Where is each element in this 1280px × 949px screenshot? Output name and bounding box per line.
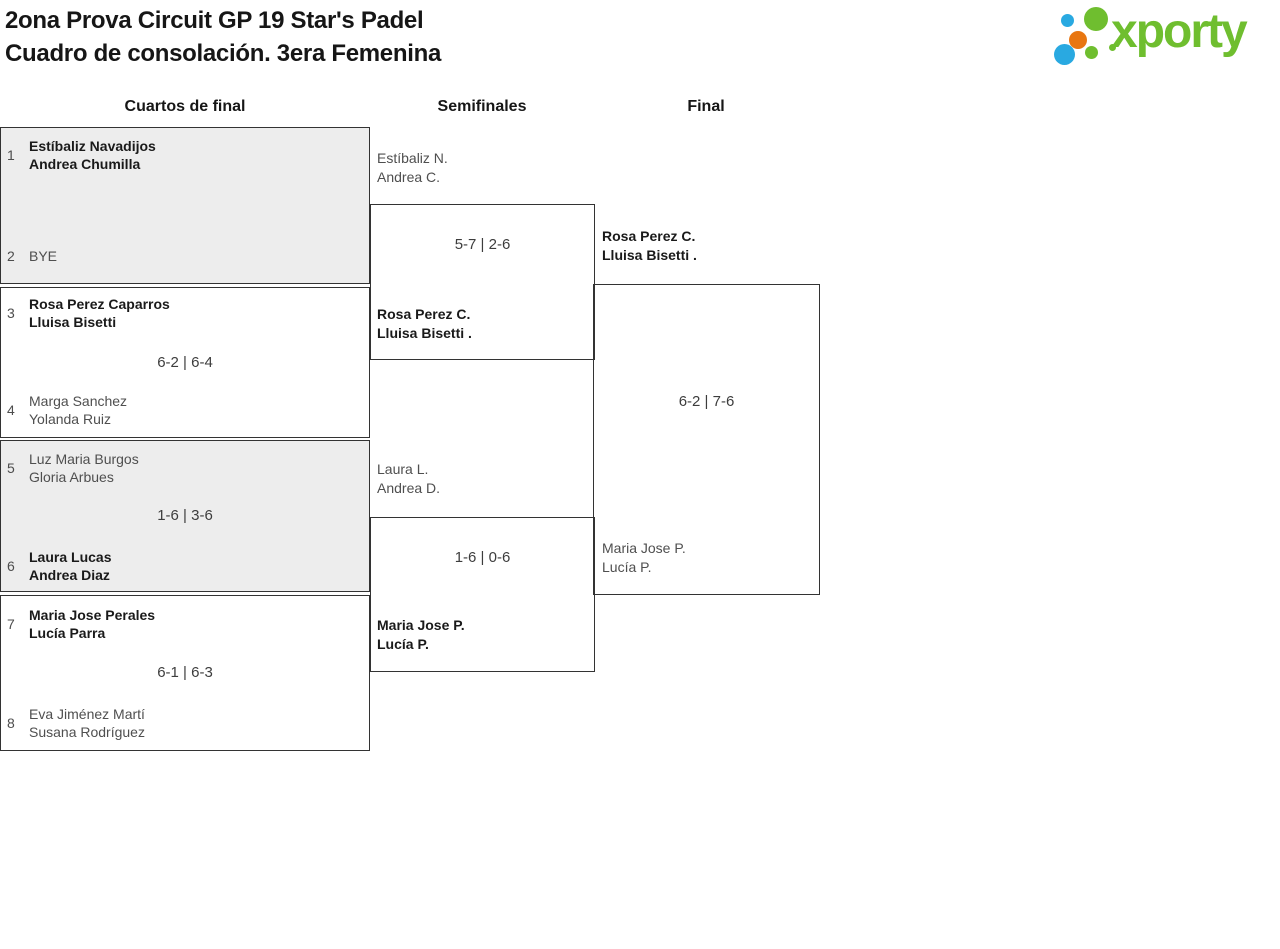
player-name: Laura L. [377,461,429,477]
player-name: Maria Jose Perales [29,607,156,623]
player-name: Estíbaliz N. [377,150,448,166]
round-header-final: Final [687,98,725,115]
player-name: Marga Sanchez [29,393,128,409]
player-name: Lucía Parra [29,625,106,641]
sf2-top-team: Laura L. Andrea D. [377,460,440,498]
logo-dot-icon [1109,44,1116,51]
player-name: Lluisa Bisetti [29,314,117,330]
team-row: 6 Laura Lucas Andrea Diaz [7,548,111,584]
player-name: Lluisa Bisetti . [602,247,697,263]
match-score: 5-7 | 2-6 [454,236,511,253]
team-names: Laura Lucas Andrea Diaz [29,548,111,584]
team-names: Luz Maria Burgos Gloria Arbues [29,450,139,486]
team-row: 7 Maria Jose Perales Lucía Parra [7,606,155,642]
player-name: Laura Lucas [29,549,112,565]
logo-dot-icon [1085,46,1098,59]
player-name: Maria Jose P. [602,540,686,556]
round-header-quarterfinals: Cuartos de final [124,98,246,115]
team-names: Eva Jiménez Martí Susana Rodríguez [29,705,145,741]
player-name: Maria Jose P. [377,617,465,633]
player-name: Lucía P. [377,636,429,652]
player-name: Lucía P. [602,559,652,575]
match-score: 1-6 | 0-6 [454,549,511,566]
seed-number: 2 [7,248,15,264]
final-match-box: 6-2 | 7-6 [593,284,820,595]
player-name: Andrea Chumilla [29,156,141,172]
player-name: Eva Jiménez Martí [29,706,145,722]
player-name: Lluisa Bisetti . [377,325,472,341]
team-row: 8 Eva Jiménez Martí Susana Rodríguez [7,705,145,741]
match-score: 6-2 | 7-6 [678,393,735,410]
player-name: Andrea Diaz [29,567,110,583]
tournament-name: 2ona Prova Circuit GP 19 Star's Padel [5,7,424,34]
player-name: Gloria Arbues [29,469,114,485]
team-row: 1 Estíbaliz Navadijos Andrea Chumilla [7,137,156,173]
team-names: BYE [29,247,57,265]
team-row: 5 Luz Maria Burgos Gloria Arbues [7,450,139,486]
seed-number: 1 [7,147,15,163]
logo-dot-icon [1054,44,1075,65]
player-name: Rosa Perez Caparros [29,296,170,312]
qf-match-box-4: 7 Maria Jose Perales Lucía Parra 6-1 | 6… [0,595,370,751]
logo-dot-icon [1061,14,1074,27]
player-name: Estíbaliz Navadijos [29,138,156,154]
final-bottom-team: Maria Jose P. Lucía P. [602,539,686,577]
draw-name: Cuadro de consolación. 3era Femenina [5,40,441,67]
player-name: Rosa Perez C. [377,306,471,322]
seed-number: 7 [7,616,15,632]
sf-match-box-1: 5-7 | 2-6 [370,204,595,360]
logo-dot-icon [1069,31,1087,49]
seed-number: 5 [7,460,15,476]
seed-number: 8 [7,715,15,731]
team-names: Maria Jose Perales Lucía Parra [29,606,155,642]
match-score: 6-2 | 6-4 [157,353,213,371]
team-row: 4 Marga Sanchez Yolanda Ruiz [7,392,127,428]
player-name: Luz Maria Burgos [29,451,139,467]
logo-dot-icon [1084,7,1108,31]
player-name: Yolanda Ruiz [29,411,111,427]
qf-match-box-1: 1 Estíbaliz Navadijos Andrea Chumilla 2 … [0,127,370,284]
seed-number: 3 [7,305,15,321]
page-title: 2ona Prova Circuit GP 19 Star's Padel Cu… [5,4,441,70]
sf1-bottom-team: Rosa Perez C. Lluisa Bisetti . [377,305,472,343]
logo-wordmark: xporty [1111,5,1248,58]
team-row: 3 Rosa Perez Caparros Lluisa Bisetti [7,295,170,331]
qf-match-box-3: 5 Luz Maria Burgos Gloria Arbues 1-6 | 3… [0,440,370,592]
team-names: Marga Sanchez Yolanda Ruiz [29,392,127,428]
match-score: 6-1 | 6-3 [157,664,213,681]
player-name: Andrea D. [377,480,441,496]
team-names: Estíbaliz Navadijos Andrea Chumilla [29,137,156,173]
player-name: BYE [29,248,58,264]
sf2-bottom-team: Maria Jose P. Lucía P. [377,616,465,654]
team-names: Rosa Perez Caparros Lluisa Bisetti [29,295,170,331]
final-top-team: Rosa Perez C. Lluisa Bisetti . [602,227,697,265]
player-name: Andrea C. [377,169,441,185]
sf1-top-team: Estíbaliz N. Andrea C. [377,149,448,187]
round-header-semifinals: Semifinales [437,98,527,115]
player-name: Susana Rodríguez [29,724,145,740]
seed-number: 4 [7,402,15,418]
player-name: Rosa Perez C. [602,228,696,244]
match-score: 1-6 | 3-6 [157,507,213,524]
qf-match-box-2: 3 Rosa Perez Caparros Lluisa Bisetti 6-2… [0,287,370,438]
seed-number: 6 [7,558,15,574]
team-row: 2 BYE [7,247,57,265]
